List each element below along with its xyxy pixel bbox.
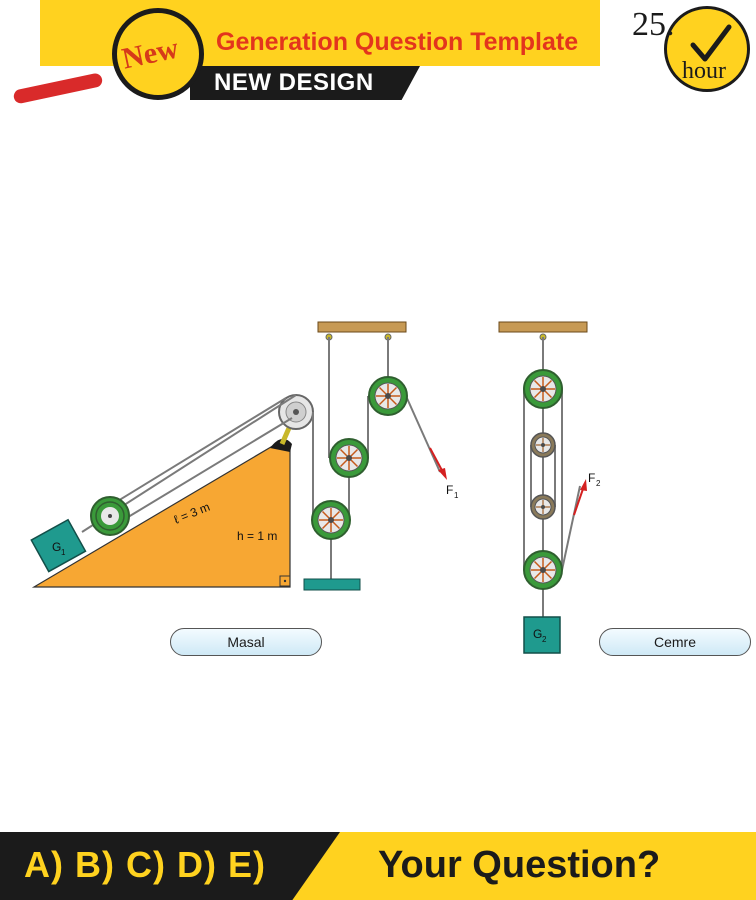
pulley-1a (368, 376, 408, 416)
footer-answers-band (0, 832, 340, 900)
pulley-2c (530, 494, 556, 520)
option-masal-button[interactable]: Masal (170, 628, 322, 656)
block-g1 (30, 518, 87, 573)
design-band (190, 66, 420, 100)
footer-question-band (292, 832, 756, 900)
clock-icon (664, 6, 750, 92)
svg-text:1: 1 (61, 548, 66, 557)
hanging-plate (303, 578, 361, 591)
block-g2-label: G (533, 627, 542, 641)
pulley-1c (311, 500, 351, 540)
pulley-2a (523, 369, 563, 409)
block-g1-label: G (52, 540, 61, 554)
clock-number: 25. (632, 6, 675, 43)
checkmark-icon (690, 24, 732, 62)
ceiling-beam-1 (317, 321, 407, 333)
svg-text:2: 2 (542, 635, 547, 644)
block-g2 (523, 616, 561, 654)
incline-ramp (31, 443, 291, 588)
pulley-2b (530, 432, 556, 458)
design-label: NEW DESIGN (214, 69, 374, 96)
pulley-1b (329, 438, 369, 478)
incline-height-label: h = 1 m (237, 529, 277, 543)
force-f2-label: F (588, 471, 595, 485)
question-prompt: Your Question? (378, 844, 661, 886)
page-title: Generation Question Template (216, 28, 579, 56)
pulley-2d (523, 550, 563, 590)
option-cemre-button[interactable]: Cemre (599, 628, 751, 656)
answer-choices: A) B) C) D) E) (24, 844, 266, 885)
magnifier-icon (112, 8, 204, 100)
clock-unit: hour (682, 58, 726, 84)
force-f2-arrow (573, 485, 585, 516)
svg-text:2: 2 (596, 479, 601, 488)
force-f1-label: F (446, 483, 453, 497)
ceiling-beam-2 (498, 321, 588, 333)
svg-text:1: 1 (454, 491, 459, 500)
